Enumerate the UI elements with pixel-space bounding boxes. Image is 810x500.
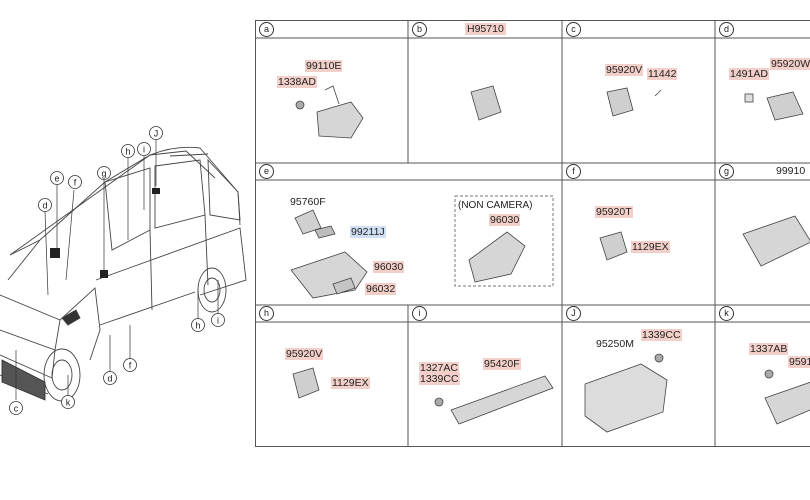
part-96030-non-camera[interactable]: 96030	[489, 214, 521, 226]
svg-text:f: f	[129, 361, 132, 371]
cell-h-label: h	[259, 306, 274, 321]
parts-grid: a b c d e f g h i J k H95710 99910 99110…	[255, 20, 810, 447]
part-1339CC-i[interactable]: 1339CC	[419, 373, 460, 385]
part-1327AC[interactable]: 1327AC	[419, 362, 459, 374]
part-95920V-c[interactable]: 95920V	[605, 64, 644, 76]
callout-k: k	[61, 395, 75, 409]
callout-e: e	[50, 171, 64, 185]
cell-b-header-part[interactable]: H95710	[465, 23, 506, 35]
cell-a-label: a	[259, 22, 274, 37]
cell-g-label: g	[719, 164, 734, 179]
svg-text:i: i	[217, 316, 219, 326]
callout-h: h	[121, 144, 135, 158]
cell-g-header-part[interactable]: 99910	[774, 165, 808, 177]
part-95420F[interactable]: 95420F	[483, 358, 521, 370]
cell-k-label: k	[719, 306, 734, 321]
part-9591[interactable]: 9591	[788, 356, 810, 368]
part-11442[interactable]: 11442	[647, 68, 678, 80]
svg-text:i: i	[143, 145, 145, 155]
non-camera-note: (NON CAMERA)	[458, 200, 533, 211]
part-95760F[interactable]: 95760F	[290, 196, 326, 208]
callout-f-lower: f	[123, 358, 137, 372]
part-96030[interactable]: 96030	[373, 261, 405, 273]
svg-text:d: d	[107, 374, 112, 384]
cell-b-label: b	[412, 22, 427, 37]
svg-text:f: f	[74, 178, 77, 188]
callout-h-lower: h	[191, 318, 205, 332]
grid-lines	[255, 20, 810, 447]
callout-i: i	[137, 142, 151, 156]
part-95920V-h[interactable]: 95920V	[285, 348, 324, 360]
part-1129EX-f[interactable]: 1129EX	[631, 241, 670, 253]
callout-g: g	[97, 166, 111, 180]
callout-c: c	[9, 401, 23, 415]
callout-j: J	[149, 126, 163, 140]
callout-d-lower: d	[103, 371, 117, 385]
part-99110E[interactable]: 99110E	[305, 60, 343, 72]
cell-j-label: J	[566, 306, 581, 321]
svg-text:c: c	[14, 404, 19, 414]
part-96032[interactable]: 96032	[365, 283, 397, 295]
part-1491AD[interactable]: 1491AD	[729, 68, 769, 80]
svg-text:J: J	[154, 129, 159, 139]
cell-e-label: e	[259, 164, 274, 179]
part-95920T[interactable]: 95920T	[595, 206, 633, 218]
part-1339CC-j[interactable]: 1339CC	[641, 329, 682, 341]
part-1338AD[interactable]: 1338AD	[277, 76, 317, 88]
callout-d: d	[38, 198, 52, 212]
svg-text:h: h	[195, 321, 200, 331]
callout-f: f	[68, 175, 82, 189]
part-95920W[interactable]: 95920W	[770, 58, 810, 70]
svg-text:g: g	[101, 169, 106, 179]
part-1337AB[interactable]: 1337AB	[749, 343, 789, 355]
svg-text:d: d	[42, 201, 47, 211]
cell-i-label: i	[412, 306, 427, 321]
part-1129EX-h[interactable]: 1129EX	[331, 377, 370, 389]
part-95250M[interactable]: 95250M	[596, 338, 634, 350]
vehicle-overview-illustration: e f d g h i J c k d f h i	[0, 126, 247, 415]
svg-text:k: k	[66, 398, 71, 408]
cell-f-label: f	[566, 164, 581, 179]
svg-text:h: h	[125, 147, 130, 157]
cell-d-label: d	[719, 22, 734, 37]
part-99211J[interactable]: 99211J	[350, 226, 386, 238]
callout-i-lower: i	[211, 313, 225, 327]
svg-text:e: e	[54, 174, 59, 184]
cell-c-label: c	[566, 22, 581, 37]
